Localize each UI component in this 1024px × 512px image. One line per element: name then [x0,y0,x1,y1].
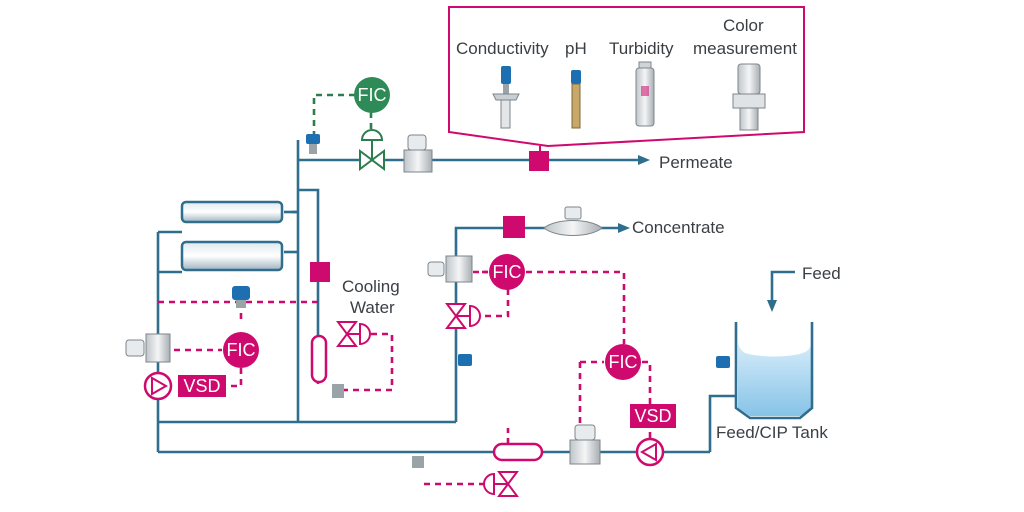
fic-label: FIC [493,262,522,282]
concentrate-label: Concentrate [632,218,725,237]
color-measurement-sensor-icon [732,63,766,131]
cooling-label-line1: Cooling [342,277,400,296]
fic-controller-permeate: FIC [354,77,390,113]
fic-controller-concentrate: FIC [489,254,525,290]
permeate-label: Permeate [659,153,733,172]
feed-label: Feed [802,264,841,283]
tank-label: Feed/CIP Tank [716,423,828,442]
sensor-panel: Conductivity pH Turbidity Color measurem… [448,6,805,152]
permeate-pressure-transmitter-icon [306,134,320,154]
color-label-line1: Color [723,16,764,35]
concentrate-meter-icon [427,255,473,283]
cooling-water-valve-icon [336,321,371,347]
bottom-pressure-sensor-icon [412,456,424,468]
fic-label: FIC [609,352,638,372]
permeate-control-valve-icon [359,129,385,171]
vsd-label: VSD [634,406,671,426]
vsd-label: VSD [183,376,220,396]
process-pipes [156,140,795,454]
return-line-transmitter-icon [458,354,472,366]
permeate-heat-exchanger-icon [310,334,328,384]
feed-pump-icon [143,371,173,401]
fic-label: FIC [358,85,387,105]
ph-label: pH [565,39,587,58]
permeate-flowmeter-icon [403,134,433,173]
pressure-transmitter-icon [232,286,250,308]
permeate-analysis-point [529,151,549,171]
feed-cip-tank [734,322,814,420]
membrane-module-bottom [180,240,284,272]
fic-controller-recirculation: FIC [605,344,641,380]
feed-flowmeter-icon [125,333,171,363]
bottom-control-valve-icon [483,471,519,497]
cooling-temperature-sensor-icon [332,384,344,398]
turbidity-label: Turbidity [609,39,674,58]
concentrate-analysis-point [503,216,525,238]
concentrate-flowmeter-icon [543,206,603,236]
cooling-label-line2: Water [350,298,395,317]
fic-controller-feed-pump: FIC [223,332,259,368]
color-label-line2: measurement [693,39,797,58]
recirculation-flowmeter-icon [569,424,601,465]
conductivity-sensor-icon [492,66,520,129]
tank-level-transmitter-icon [716,356,730,368]
conductivity-label: Conductivity [456,39,549,58]
temperature-point [310,262,330,282]
ph-sensor-icon [571,70,581,129]
vsd-box-feed-pump: VSD [178,375,226,397]
membrane-module-top [180,200,284,224]
turbidity-sensor-icon [635,61,655,127]
recirculation-pump-icon [635,437,665,467]
fic-label: FIC [227,340,256,360]
vsd-box-recirculation: VSD [630,404,676,428]
concentrate-control-valve-icon [445,303,481,329]
feed-heat-exchanger-icon [492,442,544,462]
